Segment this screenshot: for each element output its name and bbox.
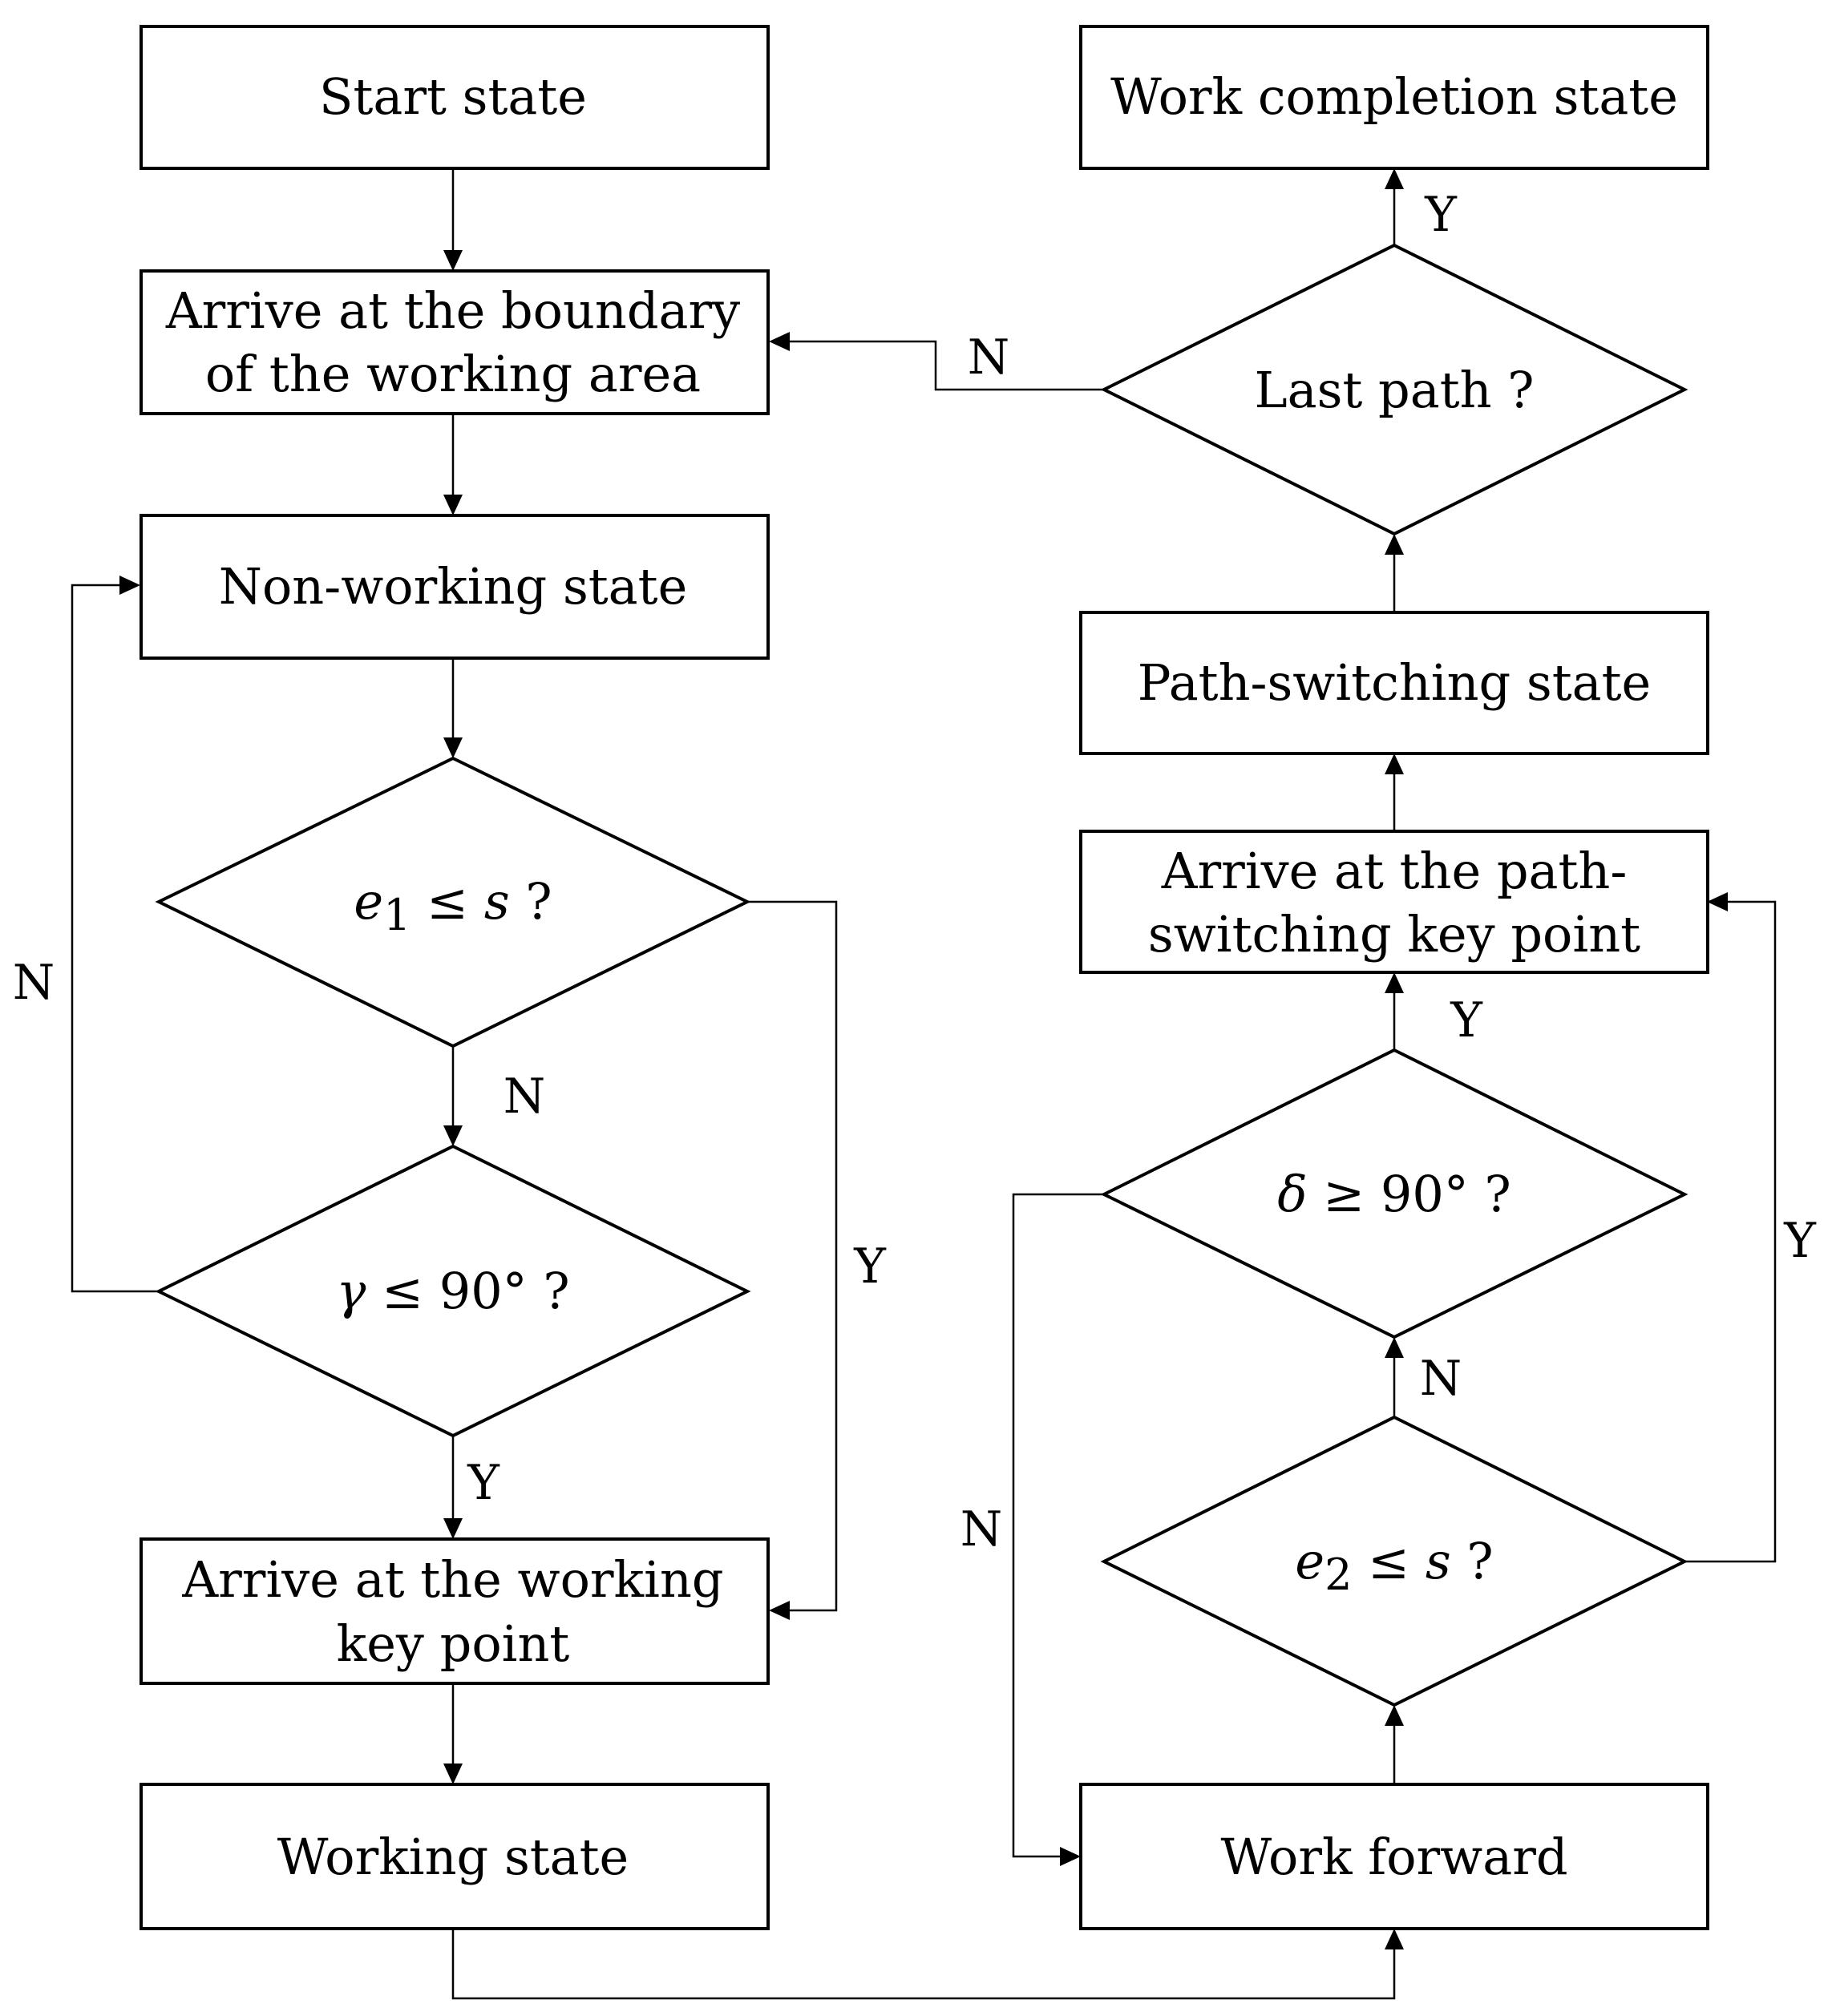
edge-labels: N Y N N Y Y Y N N Y [13, 187, 1817, 1557]
condition-rest: ≥ 90° ? [1308, 1165, 1511, 1223]
var-e: e [1295, 1532, 1324, 1590]
label-last-path-yes: Y [1424, 187, 1458, 243]
var-delta: δ [1277, 1165, 1307, 1223]
decision-label: Last path ? [1254, 361, 1534, 419]
node-work-forward: Work forward [1079, 1783, 1709, 1930]
subscript: 1 [383, 890, 410, 940]
node-label-line-1: Arrive at the working [181, 1550, 723, 1609]
node-label-line-2: key point [337, 1614, 570, 1673]
node-non-working-state: Non-working state [140, 514, 770, 660]
node-label-line-2: switching key point [1148, 905, 1640, 964]
arrowhead [443, 737, 463, 758]
label-e2-yes: Y [1783, 1213, 1817, 1269]
node-label: Non-working state [219, 557, 688, 616]
decision-label: e1 ≤ s ? [354, 872, 552, 940]
node-label: Working state [277, 1828, 629, 1886]
question-mark: ? [1451, 1532, 1494, 1590]
arrowhead [443, 1763, 463, 1784]
node-label: Work forward [1220, 1828, 1567, 1886]
arrowhead [769, 332, 790, 351]
decision-last-path: Last path ? [1100, 243, 1688, 536]
decision-label: δ ≥ 90° ? [1277, 1165, 1511, 1223]
label-delta-no: N [960, 1501, 1003, 1557]
node-arrive-working-key-point: Arrive at the working key point [140, 1537, 770, 1685]
decision-e2: e2 ≤ s ? [1100, 1415, 1688, 1707]
arrowhead [1385, 972, 1404, 993]
arrowhead [1385, 1337, 1404, 1358]
node-arrive-path-switching-key-point: Arrive at the path- switching key point [1079, 830, 1709, 974]
arrowhead [443, 1518, 463, 1539]
arrowhead [443, 250, 463, 271]
arrowhead [1707, 892, 1728, 911]
node-arrive-boundary: Arrive at the boundary of the working ar… [140, 269, 770, 415]
var-gamma: γ [336, 1262, 366, 1320]
subscript: 2 [1324, 1549, 1352, 1600]
edge-e1-yes-to-workingkey [747, 900, 838, 1612]
node-label-line-1: Arrive at the path- [1161, 842, 1628, 900]
node-label: Path-switching state [1138, 653, 1651, 712]
arrowhead [1385, 1705, 1404, 1726]
label-gamma-no: N [13, 955, 55, 1011]
var-s: s [1426, 1532, 1451, 1590]
node-label: Start state [319, 67, 587, 126]
label-gamma-yes: Y [467, 1455, 500, 1511]
question-mark: ? [510, 872, 552, 931]
label-e2-no: N [1420, 1351, 1462, 1407]
arrowhead [1385, 168, 1404, 189]
edge-e2-yes-to-pathkey [1684, 900, 1777, 1563]
node-label-line-1: Arrive at the boundary [165, 281, 740, 340]
decision-delta: δ ≥ 90° ? [1100, 1048, 1688, 1339]
node-path-switching-state: Path-switching state [1079, 611, 1709, 755]
label-delta-yes: Y [1450, 992, 1483, 1048]
operator: ≤ [1352, 1532, 1425, 1590]
node-start-state: Start state [140, 25, 770, 170]
decision-e1: e1 ≤ s ? [155, 756, 751, 1048]
arrowhead [1385, 534, 1404, 555]
var-s: s [484, 872, 510, 931]
label-e1-yes: Y [853, 1238, 887, 1295]
node-label: Work completion state [1110, 67, 1678, 126]
decision-gamma: γ ≤ 90° ? [155, 1144, 751, 1438]
edge-last-no-to-boundary [787, 340, 1104, 391]
arrowhead [119, 576, 140, 595]
label-last-path-no: N [968, 329, 1010, 386]
arrowhead [1385, 753, 1404, 774]
var-e: e [354, 872, 383, 931]
node-work-completion-state: Work completion state [1079, 25, 1709, 170]
arrowhead [1385, 1929, 1404, 1949]
condition-rest: ≤ 90° ? [366, 1262, 569, 1320]
decision-label: e2 ≤ s ? [1295, 1532, 1493, 1600]
arrowhead [443, 495, 463, 515]
arrowhead [1060, 1847, 1081, 1866]
edge-gamma-no-to-nonworking [71, 584, 159, 1293]
arrowhead [769, 1601, 790, 1620]
decision-label: γ ≤ 90° ? [336, 1262, 569, 1320]
node-working-state: Working state [140, 1783, 770, 1930]
node-label-line-2: of the working area [205, 345, 701, 403]
edge-delta-no-to-forward [1012, 1193, 1104, 1858]
edge-working-to-forward [451, 1929, 1396, 2000]
operator: ≤ [410, 872, 483, 931]
arrowhead [443, 1125, 463, 1146]
label-e1-no: N [503, 1069, 546, 1125]
edges [71, 168, 1777, 2000]
